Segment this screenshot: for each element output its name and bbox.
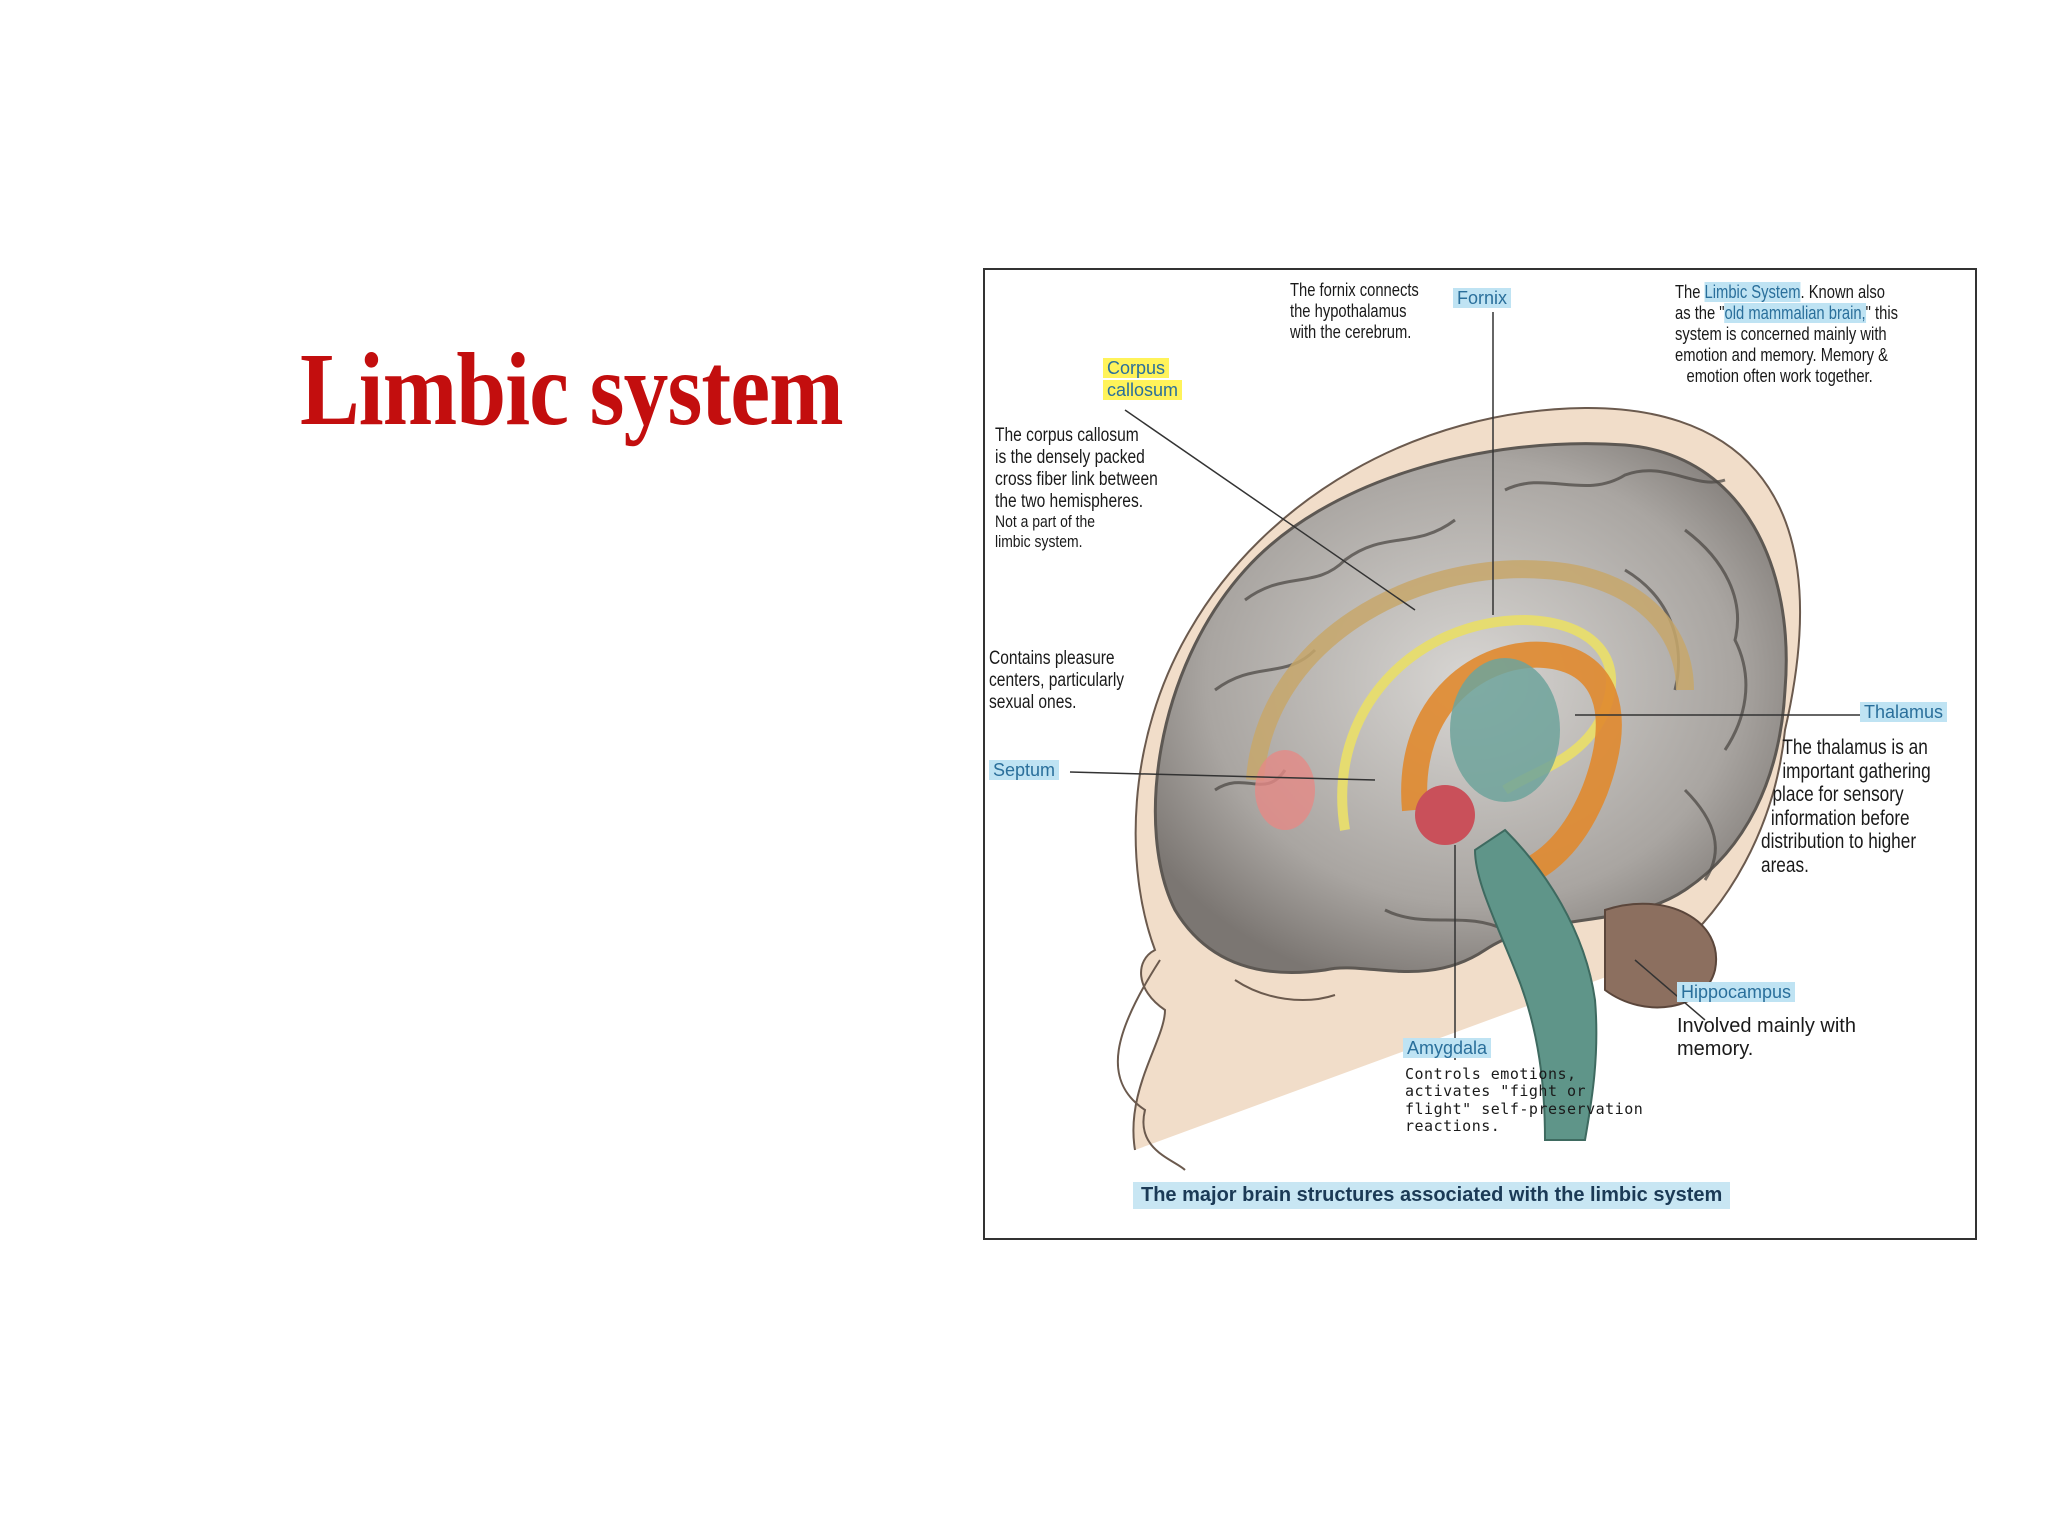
amygdala-note-line: Controls emotions, xyxy=(1405,1065,1577,1083)
thalamus-note-line: important gathering xyxy=(1782,759,1931,783)
septum-label: Septum xyxy=(989,760,1060,780)
slide-title: Limbic system xyxy=(300,332,844,447)
corpus-callosum-note-line: Not a part of the xyxy=(995,512,1095,532)
cingulate-shape xyxy=(1401,641,1622,893)
amygdala-note-line: flight" self-preservation xyxy=(1405,1099,1644,1118)
thalamus-note: The thalamus is an important gathering p… xyxy=(1761,736,1931,877)
limbic-system-note: The Limbic System. Known also as the "ol… xyxy=(1675,282,1898,386)
thalamus-note-line: The thalamus is an xyxy=(1782,736,1928,759)
hippocampus-note-line: memory. xyxy=(1677,1038,1754,1061)
septum-shape xyxy=(1255,750,1315,830)
corpus-callosum-label-line: Corpus xyxy=(1103,358,1170,378)
thalamus-note-line: areas. xyxy=(1761,853,1809,877)
thalamus-note-line: information before xyxy=(1770,806,1910,830)
corpus-callosum-note-line: The corpus callosum xyxy=(995,425,1139,446)
corpus-callosum-note-line: cross fiber link between xyxy=(995,468,1158,490)
fornix-note-line: the hypothalamus xyxy=(1290,300,1407,321)
corpus-callosum-label: Corpus callosum xyxy=(1103,358,1183,401)
limbic-system-highlight: Limbic System xyxy=(1704,282,1801,302)
brain-illustration xyxy=(1069,312,1865,1171)
limbic-system-figure: The fornix connects the hypothalamus wit… xyxy=(983,268,1977,1240)
brain-gyri xyxy=(1214,469,1748,932)
figure-caption: The major brain structures associated wi… xyxy=(1133,1182,1731,1209)
septum-note-line: sexual ones. xyxy=(989,692,1077,714)
thalamus-note-line: place for sensory xyxy=(1772,783,1904,807)
amygdala-label: Amygdala xyxy=(1403,1038,1492,1058)
amygdala-note-line: reactions. xyxy=(1405,1117,1501,1136)
fornix-note-line: with the cerebrum. xyxy=(1290,321,1412,342)
hippocampus-note: Involved mainly with memory. xyxy=(1677,1015,1856,1061)
old-mammalian-brain-highlight: old mammalian brain, xyxy=(1724,302,1866,323)
septum-note-line: Contains pleasure xyxy=(989,648,1115,669)
corpus-callosum-note-line: the two hemispheres. xyxy=(995,490,1144,512)
fornix-label: Fornix xyxy=(1453,288,1512,308)
corpus-callosum-note: The corpus callosum is the densely packe… xyxy=(995,425,1158,551)
eye-closed xyxy=(1234,979,1336,1001)
hippocampus-note-line: Involved mainly with xyxy=(1677,1015,1856,1037)
face-outline xyxy=(1116,959,1186,1171)
brainstem-shape xyxy=(1473,828,1598,1141)
fornix-note: The fornix connects the hypothalamus wit… xyxy=(1290,280,1419,343)
corpus-callosum-note-line: limbic system. xyxy=(995,531,1083,551)
thalamus-shape xyxy=(1450,658,1560,802)
thalamus-note-line: distribution to higher xyxy=(1761,830,1917,854)
fornix-note-line: The fornix connects xyxy=(1290,280,1419,300)
cerebellum-shape xyxy=(1604,902,1718,1009)
limbic-note-line-3: system is concerned mainly with xyxy=(1675,323,1887,344)
amygdala-shape xyxy=(1415,785,1475,845)
amygdala-note: Controls emotions, activates "fight or f… xyxy=(1405,1065,1644,1136)
thalamus-label: Thalamus xyxy=(1860,702,1948,722)
hippocampus-label: Hippocampus xyxy=(1677,982,1796,1002)
septum-note: Contains pleasure centers, particularly … xyxy=(989,648,1124,714)
corpus-callosum-note-line: is the densely packed xyxy=(995,446,1145,468)
fornix-shape xyxy=(1337,614,1617,831)
limbic-note-line-5: emotion often work together. xyxy=(1686,365,1873,386)
septum-note-line: centers, particularly xyxy=(989,670,1125,692)
corpus-callosum-shape xyxy=(1246,560,1694,781)
leader-lines xyxy=(1069,312,1865,1060)
corpus-callosum-label-line: callosum xyxy=(1103,379,1183,400)
limbic-note-line-4: emotion and memory. Memory & xyxy=(1675,344,1889,365)
limbic-note-line-1: The Limbic System. Known also xyxy=(1675,282,1886,302)
amygdala-note-line: activates "fight or xyxy=(1405,1082,1587,1101)
limbic-note-line-2: as the "old mammalian brain," this xyxy=(1675,302,1898,323)
